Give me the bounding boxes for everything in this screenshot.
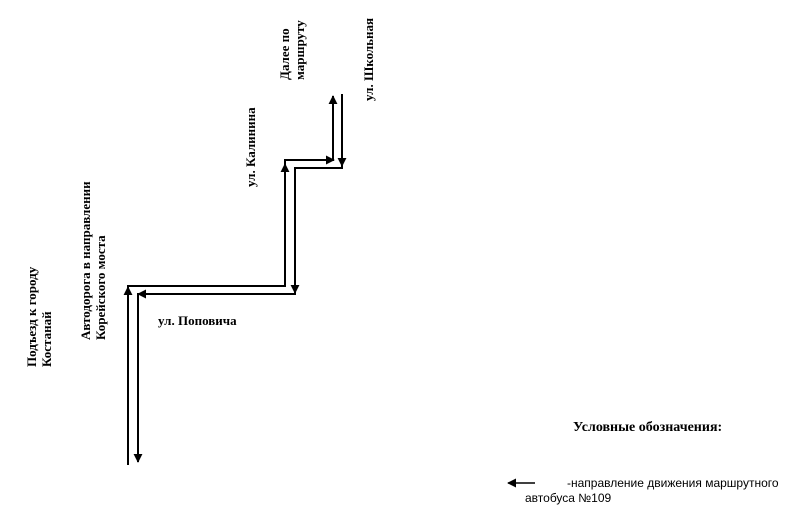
label-podyezd-line1: Подъезд к городу	[24, 266, 39, 367]
label-dalee-line2: маршруту	[292, 20, 307, 80]
label-shkolnaya-text: ул. Школьная	[361, 17, 376, 101]
label-kalinina-text: ул. Калинина	[243, 107, 258, 187]
route-line-outbound	[127, 95, 338, 465]
legend-text: -направление движения маршрутного автобу…	[525, 476, 795, 506]
label-popovicha: ул. Поповича	[158, 313, 237, 328]
label-dalee: Далее по маршруту	[277, 20, 307, 80]
label-podyezd: Подъезд к городу Костанай	[24, 267, 54, 367]
label-kalinina: ул. Калинина	[243, 107, 258, 187]
route-line-return	[133, 94, 343, 463]
label-avtodoroga-line2: Корейского моста	[93, 235, 108, 340]
label-avtodoroga: Автодорога в направлении Корейского мост…	[78, 181, 108, 340]
label-shkolnaya: ул. Школьная	[361, 18, 376, 101]
label-dalee-line1: Далее по	[277, 28, 292, 80]
legend-line1: -направление движения маршрутного	[567, 476, 779, 490]
legend-title: Условные обозначения:	[573, 420, 723, 435]
legend-line2: автобуса №109	[525, 491, 612, 505]
label-podyezd-line2: Костанай	[39, 311, 54, 367]
label-avtodoroga-line1: Автодорога в направлении	[78, 181, 93, 340]
